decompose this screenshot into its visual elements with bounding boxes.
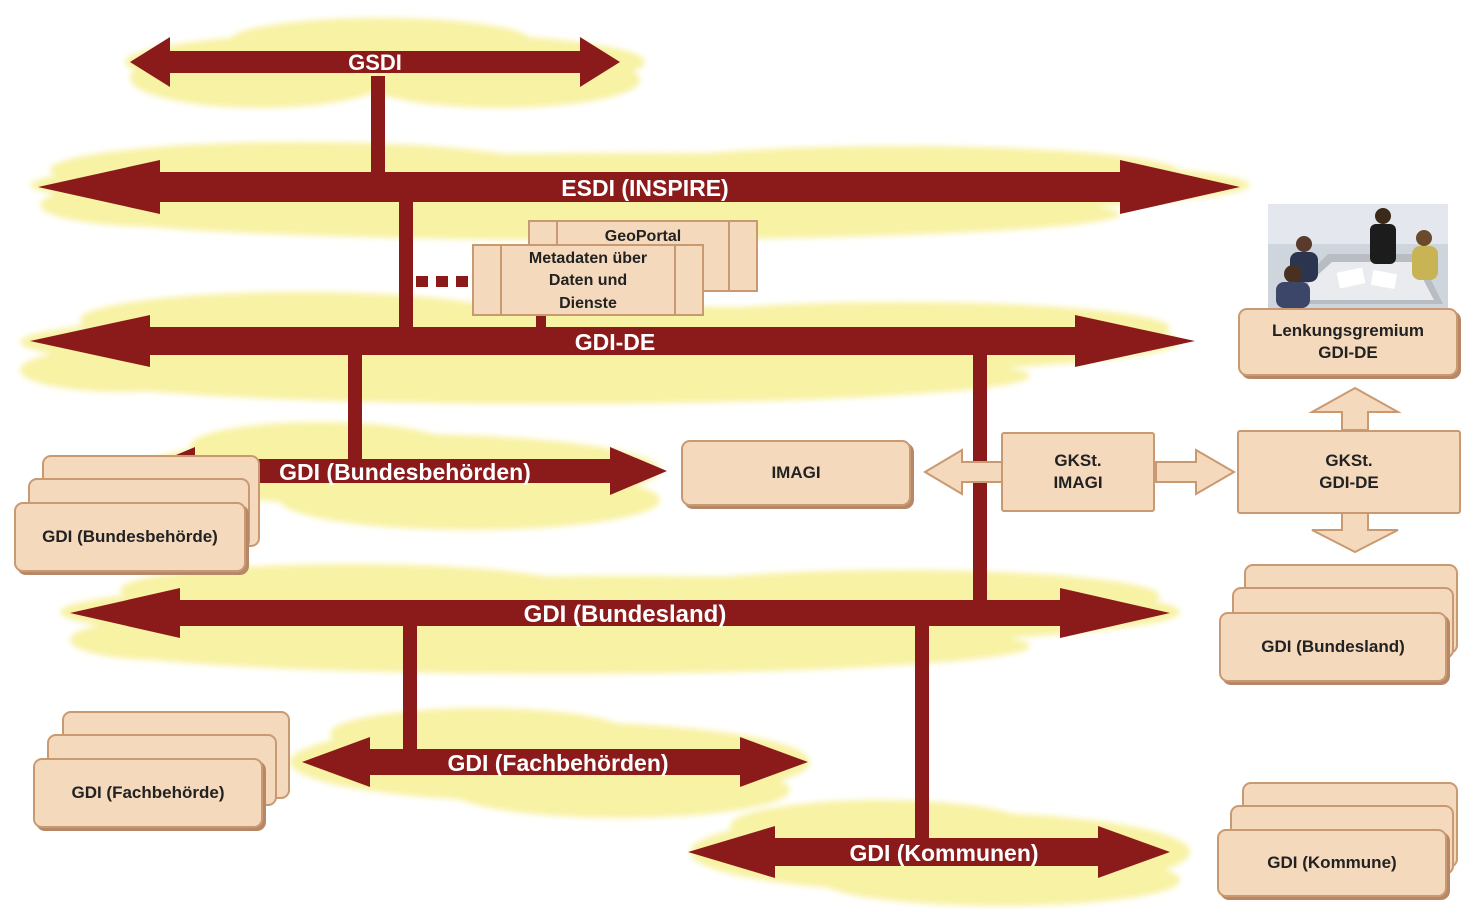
imagi-box: IMAGI <box>681 440 911 506</box>
imagi-label: IMAGI <box>771 462 821 482</box>
arrow-lenkungsgremium <box>1308 386 1402 431</box>
label-fachbehoerden: GDI (Fachbehörden) <box>447 750 668 776</box>
meeting-illustration <box>1268 204 1448 308</box>
gkst-imagi-box: GKSt. IMAGI <box>1001 432 1155 512</box>
gkst-imagi-line-1: GKSt. <box>1054 450 1102 470</box>
gkst-gdide-line-2: GDI-DE <box>1319 473 1379 492</box>
arrow-bundesbehoerden <box>138 447 667 495</box>
label-bundesbehoerden: GDI (Bundesbehörden) <box>279 459 531 485</box>
bundesbehoerde-box: GDI (Bundesbehörde) <box>14 502 246 572</box>
arrow-gsdi <box>130 37 620 87</box>
arrow-bundesland <box>70 588 1170 638</box>
connector-esdi-gdi-de <box>399 200 413 330</box>
arrow-imagi-gkst <box>923 448 1004 496</box>
metadaten-line-2: Daten und <box>548 272 628 290</box>
bundesbehoerde-label: GDI (Bundesbehörde) <box>42 526 218 546</box>
arrow-gkst-gdide <box>1155 448 1236 496</box>
bundesland-box: GDI (Bundesland) <box>1219 612 1447 682</box>
arrow-fachbehoerden <box>302 737 808 787</box>
label-esdi: ESDI (INSPIRE) <box>561 175 728 201</box>
connector-bundesland-fachbehoerden <box>403 626 417 752</box>
gkst-gdide-box: GKSt. GDI-DE <box>1237 430 1461 514</box>
dashed-link <box>416 276 468 287</box>
meeting-icon <box>1268 204 1448 308</box>
arrow-kommunen <box>688 826 1170 878</box>
label-gdi-de: GDI-DE <box>575 329 656 355</box>
geoportal-label: GeoPortal <box>604 228 682 245</box>
connector-gdi-de-bundesbehoerden <box>348 352 362 462</box>
fachbehoerde-label: GDI (Fachbehörde) <box>71 782 225 802</box>
label-kommunen: GDI (Kommunen) <box>849 840 1038 866</box>
arrow-esdi <box>38 160 1240 214</box>
metadaten-box: Metadaten über Daten und Dienste <box>472 244 704 316</box>
fachbehoerde-box: GDI (Fachbehörde) <box>33 758 263 828</box>
gkst-gdide-line-1: GKSt. <box>1325 450 1373 470</box>
connector-gsdi-esdi <box>371 76 385 176</box>
kommune-label: GDI (Kommune) <box>1267 852 1397 872</box>
metadaten-line-1: Metadaten über <box>528 250 648 267</box>
arrow-gdi-de <box>30 315 1195 367</box>
label-bundesland: GDI (Bundesland) <box>524 601 727 628</box>
label-gsdi: GSDI <box>348 50 402 75</box>
metadaten-line-3: Dienste <box>559 294 617 312</box>
vertical-connectors <box>348 76 987 842</box>
connector-bundesland-kommunen <box>915 626 929 842</box>
lenkungsgremium-box: Lenkungsgremium GDI-DE <box>1238 308 1458 376</box>
kommune-box: GDI (Kommune) <box>1217 829 1447 897</box>
arrow-bundesland-stack <box>1311 511 1399 554</box>
gkst-imagi-line-2: IMAGI <box>1053 473 1103 492</box>
lenkungsgremium-line-1: Lenkungsgremium <box>1271 320 1425 340</box>
connector-gdi-de-metadaten <box>536 312 546 330</box>
lenkungsgremium-line-2: GDI-DE <box>1318 343 1378 362</box>
bundesland-label: GDI (Bundesland) <box>1261 636 1405 656</box>
